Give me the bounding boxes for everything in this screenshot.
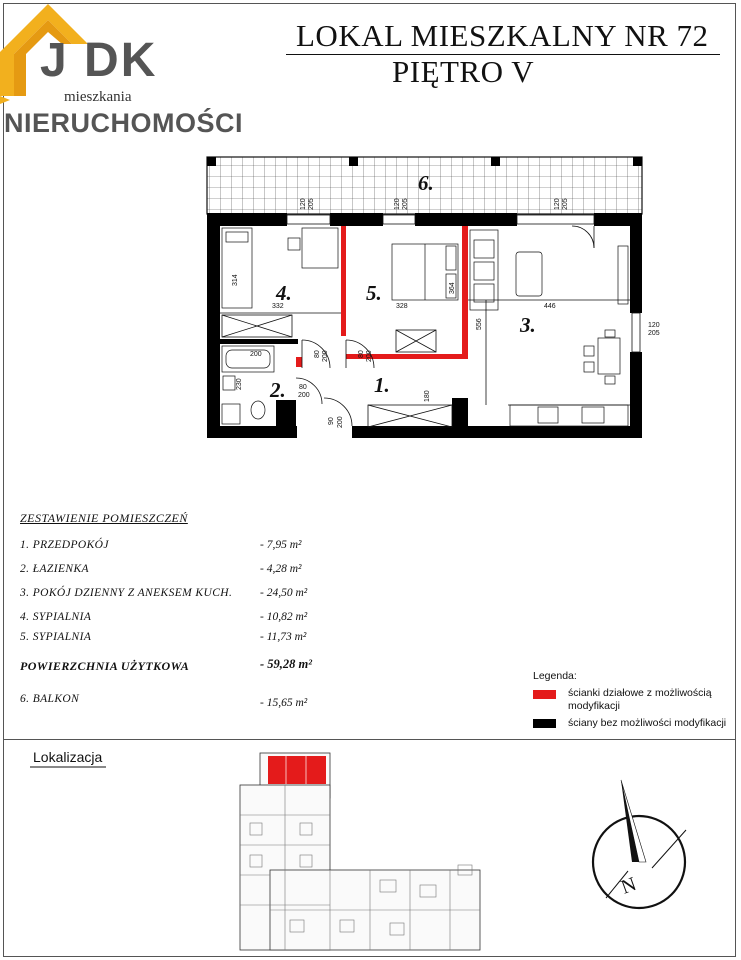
summary-row-area: - 24,50 m²: [260, 587, 308, 599]
floor-subtitle: PIĘTRO V: [392, 54, 535, 89]
floor-plan: [206, 156, 643, 438]
dim-label: 120: [394, 198, 401, 210]
page-frame: [3, 3, 736, 957]
dim-label: 80: [299, 384, 307, 391]
balcony: [206, 156, 643, 215]
legend-title: Legenda:: [533, 670, 577, 682]
building-site-plan: [239, 752, 481, 951]
summary-heading: ZESTAWIENIE POMIESZCZEŃ: [20, 511, 188, 525]
dim-label: 314: [232, 274, 239, 286]
dim-label: 205: [402, 198, 409, 210]
dim-label: 332: [272, 303, 284, 310]
dim-label: 205: [562, 198, 569, 210]
dim-label: 556: [476, 318, 483, 330]
room-label-3: 3.: [520, 313, 536, 337]
title-underline: [286, 54, 720, 55]
summary-row-name: 5. SYPIALNIA: [20, 631, 92, 643]
furniture: [221, 227, 629, 427]
logo-tagline: mieszkania: [64, 89, 132, 105]
windows: [286, 214, 641, 353]
room-label-4: 4.: [276, 281, 292, 305]
internal-walls: [220, 339, 298, 344]
dim-label: 180: [424, 390, 431, 402]
dim-label: 230: [236, 378, 243, 390]
dim-label: 446: [544, 303, 556, 310]
legend-item-text: ścianki działowe z możliwością modyfikac…: [568, 687, 712, 712]
logo-letters: J DK: [40, 34, 158, 87]
dim-label: 200: [337, 416, 344, 428]
total-area-value: - 59,28 m²: [260, 657, 313, 671]
red-partitions: [296, 226, 468, 367]
logo-company-name: NIERUCHOMOŚCI: [4, 108, 244, 138]
dim-label: 364: [449, 282, 456, 294]
dim-label: 200: [366, 350, 373, 362]
summary-row-name: 3. POKÓJ DZIENNY Z ANEKSEM KUCH.: [20, 587, 233, 599]
dim-label: 200: [322, 350, 329, 362]
location-title-underline: [30, 766, 106, 768]
dim-label: 200: [250, 351, 262, 358]
legend-swatch-black: [533, 719, 556, 728]
dim-label: 80: [314, 350, 321, 358]
summary-row-area: - 11,73 m²: [260, 631, 307, 643]
outer-walls: [207, 213, 642, 438]
dim-label: 80: [358, 350, 365, 358]
section-divider: [3, 739, 736, 740]
dim-label: 120: [554, 198, 561, 210]
dim-label: 200: [298, 392, 310, 399]
compass-icon: N: [591, 779, 687, 910]
doors: [295, 225, 595, 427]
dim-label: 120: [300, 198, 307, 210]
dim-label: 205: [648, 330, 660, 337]
summary-row-area: - 10,82 m²: [260, 611, 308, 623]
summary-row-name: 1. PRZEDPOKÓJ: [20, 539, 109, 551]
dim-label: 328: [396, 303, 408, 310]
balcony-area: - 15,65 m²: [260, 697, 308, 709]
wardrobes: [221, 314, 453, 428]
page-title: LOKAL MIESZKALNY NR 72: [296, 18, 709, 53]
apartment-highlight: [268, 756, 326, 784]
dim-label: 120: [648, 322, 660, 329]
room-label-1: 1.: [374, 373, 390, 397]
location-title: Lokalizacja: [33, 749, 103, 765]
room-label-6: 6.: [418, 171, 434, 195]
summary-row-name: 2. ŁAZIENKA: [20, 563, 89, 575]
dim-label: 205: [308, 198, 315, 210]
legend-swatch-red: [533, 690, 556, 699]
dim-label: 90: [328, 417, 335, 425]
summary-row-name: 4. SYPIALNIA: [20, 611, 92, 623]
logo-house-icon: [0, 4, 88, 104]
total-area-label: POWIERZCHNIA UŻYTKOWA: [20, 659, 190, 673]
compass-north-label: N: [618, 873, 639, 899]
summary-row-area: - 7,95 m²: [260, 539, 302, 551]
room-label-5: 5.: [366, 281, 382, 305]
room-label-2: 2.: [270, 378, 286, 402]
legend-item-text: ściany bez możliwości modyfikacji: [568, 717, 727, 729]
summary-row-area: - 4,28 m²: [260, 563, 302, 575]
balcony-label: 6. BALKON: [20, 693, 80, 705]
